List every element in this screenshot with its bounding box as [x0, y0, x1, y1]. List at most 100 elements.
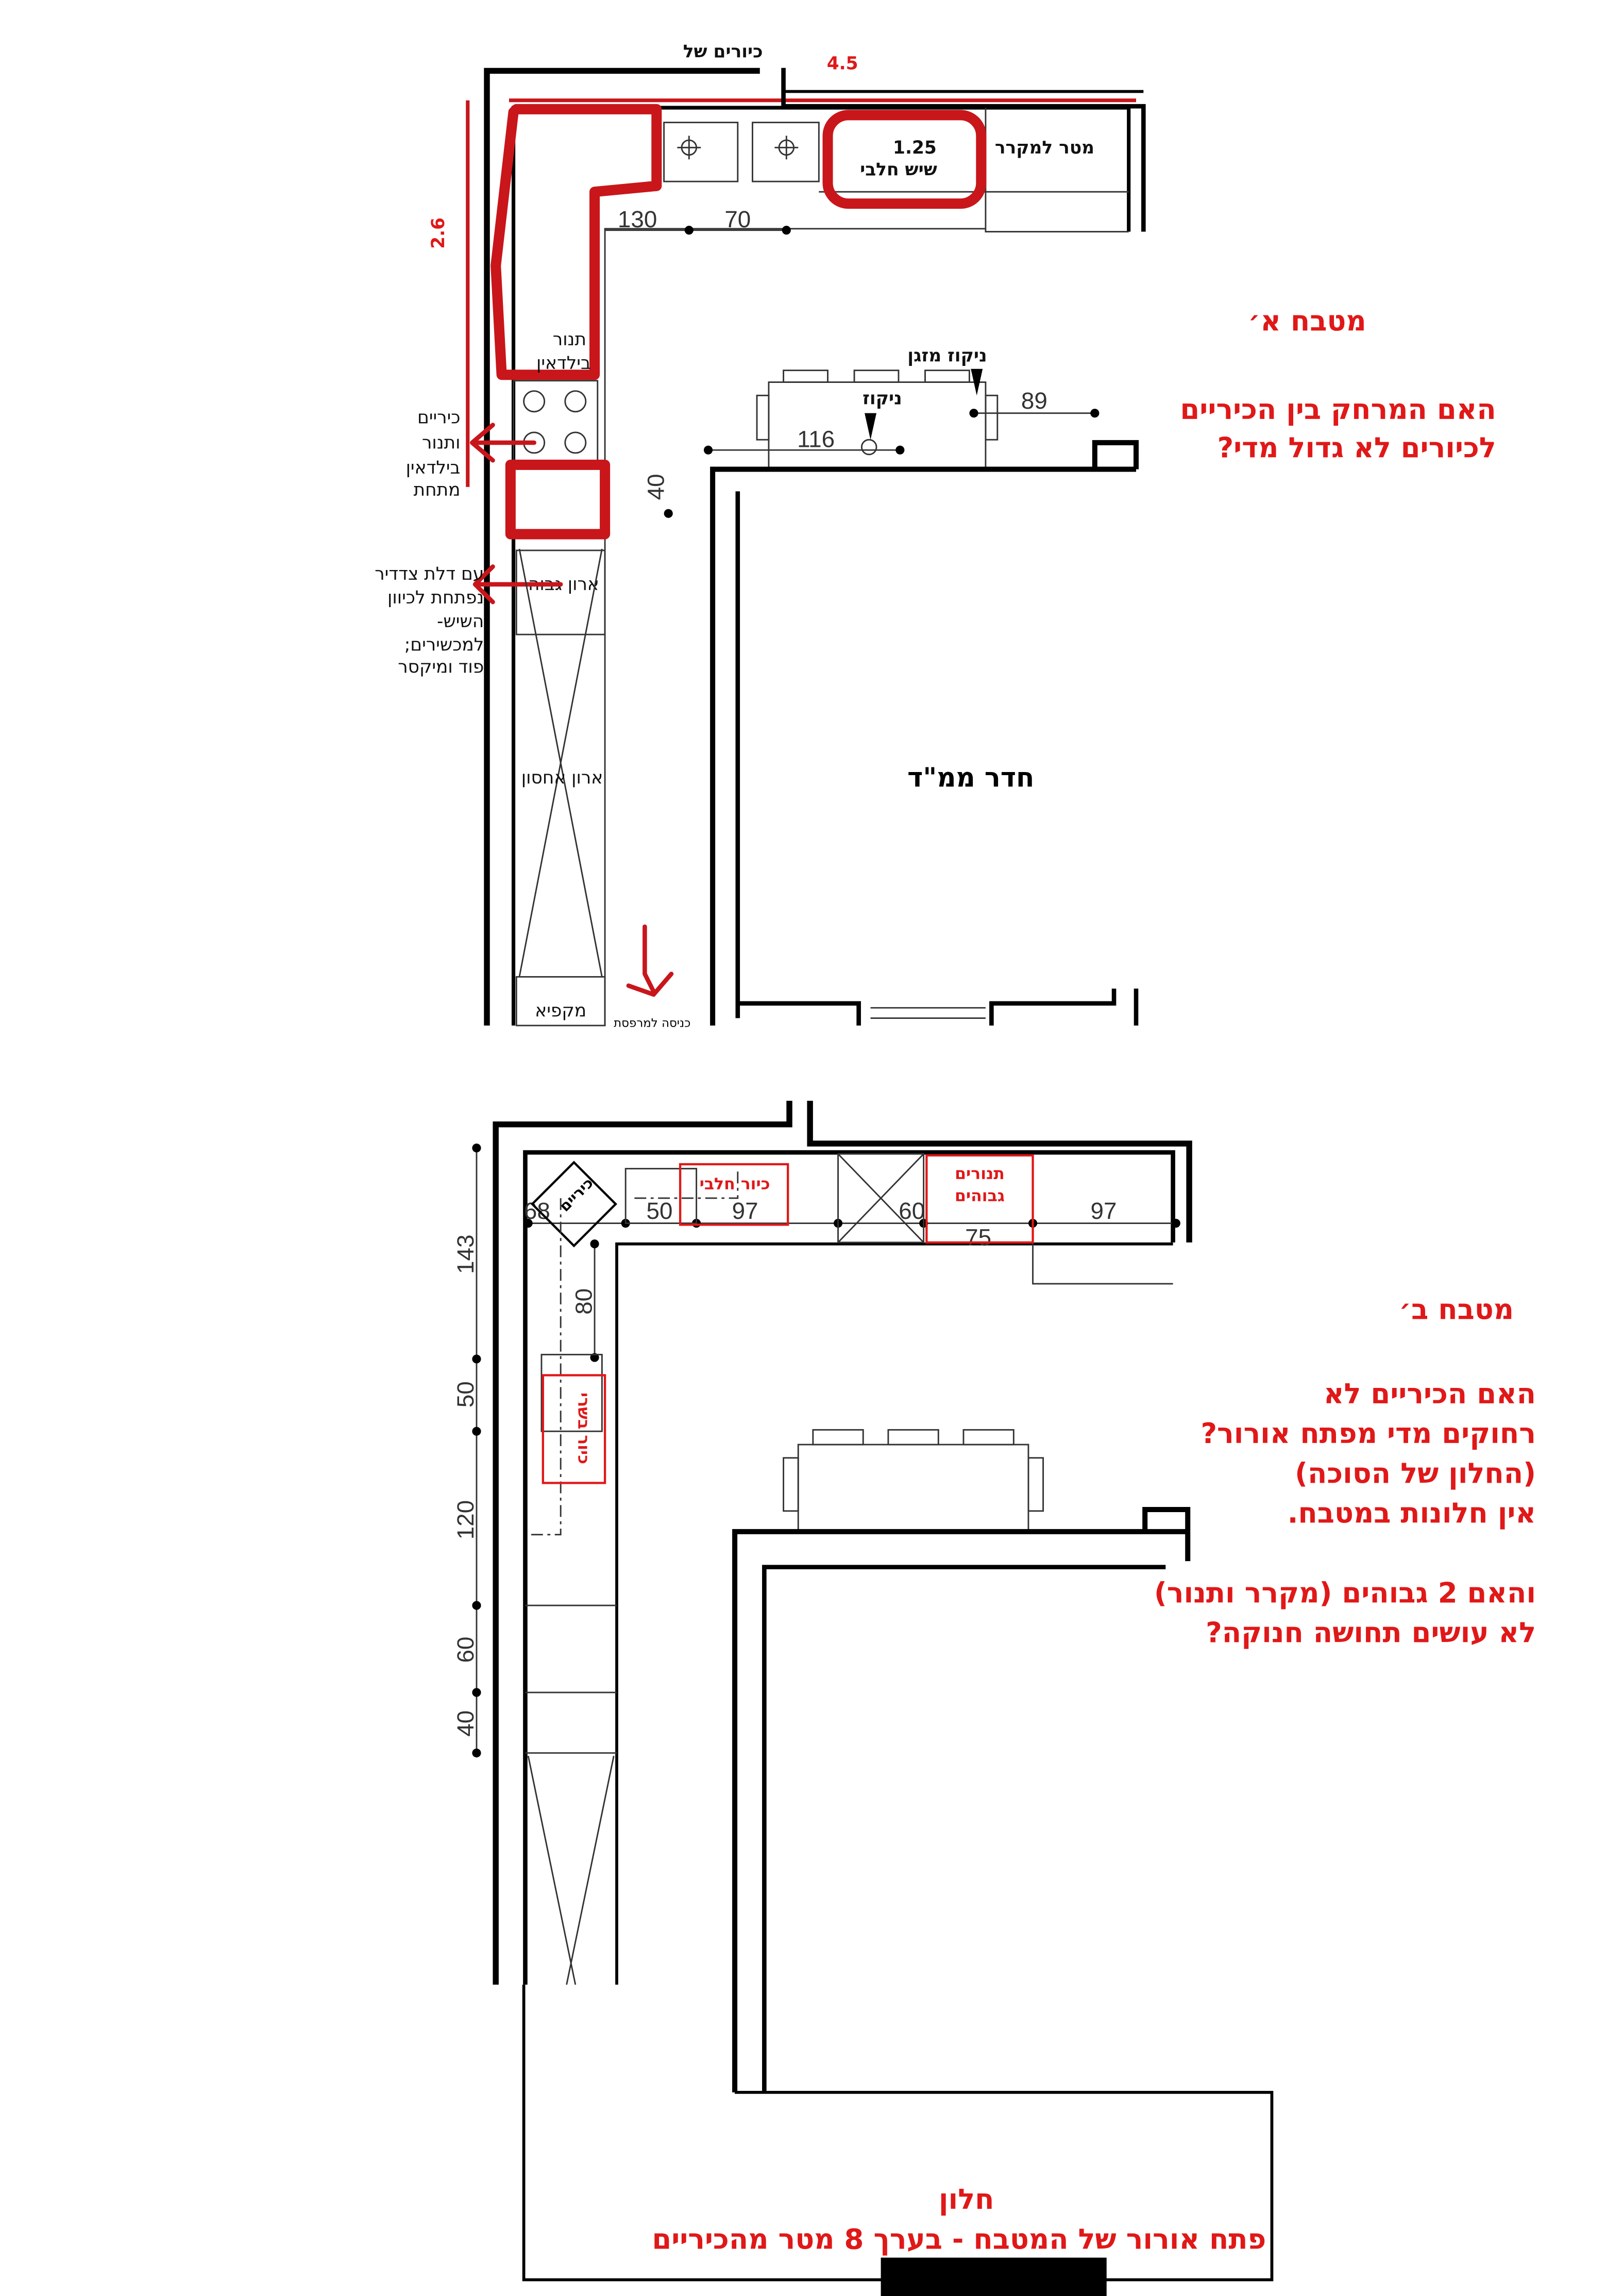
width-dimension: 4.5	[827, 54, 858, 74]
safe-room-wall	[710, 440, 1139, 1026]
dim-143: 143	[452, 1234, 479, 1273]
storage-cabinet-label: ארון אחסון	[521, 767, 603, 788]
cabinet	[1032, 1244, 1173, 1285]
counter-outline	[523, 1150, 1175, 1985]
note-line: למכשירים;	[404, 635, 484, 656]
arrow-icon	[472, 564, 563, 605]
note-line: ותנור	[422, 432, 460, 453]
faucet-icon	[677, 136, 799, 160]
note-line: נפתחת לכיוון	[387, 588, 484, 608]
balcony-entrance-label: כניסה למרפסת	[614, 1017, 690, 1030]
note-line: בילדאין	[406, 458, 461, 478]
dim-60: 60	[452, 1636, 479, 1663]
window	[881, 2257, 1107, 2296]
dim-130: 130	[618, 206, 657, 232]
cooktop-note: כיריים ותנור בילדאין מתחת	[406, 408, 461, 500]
freezer-label: מקפיא	[535, 1001, 586, 1021]
dim-97: 97	[732, 1198, 758, 1224]
window-label: חלון	[939, 2183, 994, 2216]
note-line: פוד ומיקסר	[398, 657, 484, 678]
dim-dot	[969, 409, 978, 418]
door	[870, 1007, 986, 1019]
dim-dots	[472, 1143, 481, 1757]
plan-a-question-2: לכיורים לא גדול מדי?	[1218, 432, 1496, 464]
dim-dot	[664, 509, 673, 518]
outer-wall	[493, 1100, 792, 1985]
plan-b-question: לא עושים תחושה חנוקה?	[1206, 1617, 1536, 1649]
fridge-label: מטר למקרר	[995, 138, 1094, 158]
plan-a: כיורים של 4.5 2.6 1.25 שיש חלבי מטר למקר…	[375, 42, 1496, 1030]
plan-b-question: רחוקים מדי מפתח אורור?	[1201, 1417, 1536, 1450]
dim-89: 89	[1021, 388, 1047, 414]
cooktop	[530, 1161, 617, 1248]
sink	[540, 1353, 603, 1432]
dim-116: 116	[797, 426, 835, 453]
drain-marker-icon	[865, 413, 876, 440]
tall-cabinet-note: עם דלת צדדיר נפתחת לכיוון השיש- למכשירים…	[375, 564, 484, 677]
meat-sink-label: כיור בשרי	[574, 1393, 593, 1464]
cooktop	[513, 380, 599, 467]
counter-inner-line	[615, 1242, 1173, 1985]
red-l-marker	[491, 104, 662, 380]
dairy-counter-highlight	[822, 110, 987, 209]
dim-50: 50	[647, 1198, 673, 1224]
dim-80: 80	[570, 1288, 597, 1315]
outer-wall-right	[807, 1100, 1192, 1243]
window-enclosure	[522, 1984, 1274, 2282]
tall-ovens-label: גבוהים	[955, 1187, 1005, 1205]
note-line: מתחת	[413, 480, 460, 500]
tall-ovens-label: תנורים	[955, 1165, 1005, 1183]
dim-70: 70	[724, 206, 751, 232]
red-box-marker	[505, 459, 611, 540]
dim-75: 75	[965, 1224, 991, 1250]
dairy-sink-box	[679, 1163, 789, 1226]
drain-label: ניקוז	[863, 388, 902, 409]
dim-dot	[782, 226, 791, 235]
drain-icon	[860, 439, 877, 456]
window-note: פתח אורור של המטבח - בערך 8 מטר מהכיריים	[652, 2223, 1266, 2255]
plan-b-title: מטבח ב׳	[1399, 1294, 1514, 1326]
counter-inner-line	[604, 108, 1129, 1026]
note-line: כיריים	[417, 408, 460, 428]
note-line: השיש-	[437, 611, 484, 632]
plan-b-question: והאם 2 גבוהים (מקרר ותנור)	[1154, 1577, 1536, 1609]
plan-a-top-label: כיורים של	[683, 42, 763, 62]
dim-50: 50	[452, 1381, 479, 1407]
dim-97: 97	[1091, 1198, 1117, 1224]
dining-table	[756, 370, 999, 469]
dim-dot	[703, 445, 713, 455]
storage-cabinet	[518, 548, 603, 977]
safe-room-inner-wall	[735, 491, 1139, 1026]
arrow-down-icon	[626, 924, 674, 997]
dim-dot	[684, 226, 694, 235]
cabinets	[525, 1604, 617, 1985]
dining-table	[783, 1429, 1044, 1531]
plan-b-question: (החלון של הסוכה)	[1295, 1457, 1536, 1489]
dim-120: 120	[452, 1500, 479, 1539]
dairy-sink-label: כיור חלבי	[700, 1175, 770, 1194]
dim-68: 68	[524, 1198, 550, 1224]
dim-dot	[895, 445, 905, 455]
plan-a-title: מטבח א׳	[1248, 305, 1366, 337]
meat-sink-box	[542, 1374, 606, 1484]
freezer	[515, 976, 606, 1027]
safe-room-label: חדר ממ"ד	[907, 762, 1034, 793]
outer-wall	[484, 68, 760, 1026]
dim-dot	[1090, 409, 1100, 418]
counter-outline	[511, 106, 1131, 1026]
note-line: עם דלת צדדיר	[375, 564, 484, 584]
room-wall	[732, 1506, 1191, 2092]
plan-b: 68 50 97 60 75 97 כיריים כיור חלבי תנורי…	[452, 1100, 1536, 2296]
plan-b-question: האם הכיריים לא	[1324, 1378, 1536, 1410]
tall-cabinet	[515, 549, 606, 635]
room-inner-wall	[762, 1565, 1166, 2092]
arrow-icon	[470, 423, 536, 463]
dim-40: 40	[643, 474, 669, 500]
ac-drain-label: ניקוז מזגן	[907, 345, 987, 366]
centerline	[528, 1168, 739, 1536]
oven-label-2: בילדאין	[536, 353, 591, 374]
counter-length: 1.25	[893, 138, 937, 158]
dim-dot	[590, 1239, 599, 1249]
depth-dimension: 2.6	[428, 217, 449, 249]
corner-cabinet	[837, 1153, 925, 1244]
